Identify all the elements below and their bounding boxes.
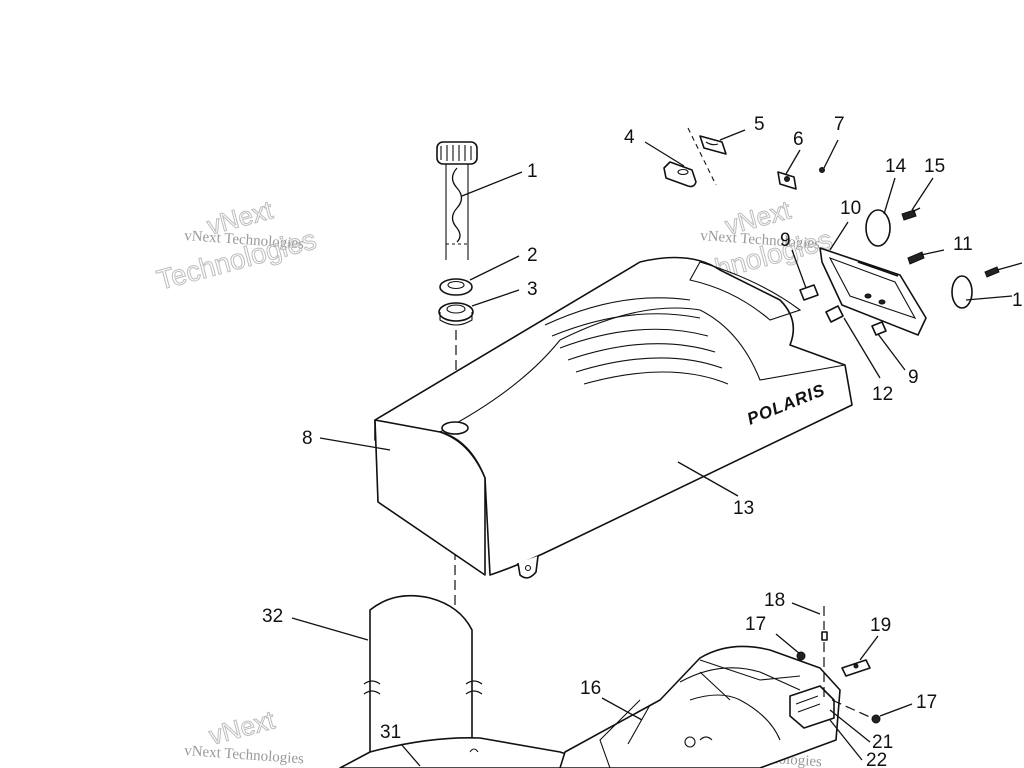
callout-9: 9 <box>908 367 919 388</box>
callout-22: 22 <box>866 750 887 768</box>
callout-10: 10 <box>840 198 861 219</box>
tail-bracket <box>819 247 927 336</box>
console-assembly <box>559 645 871 768</box>
callout-17: 17 <box>745 614 766 635</box>
callout-31: 31 <box>380 722 401 743</box>
callout-14: 14 <box>885 156 907 177</box>
callout-15: 15 <box>924 156 945 177</box>
rivet <box>819 167 825 173</box>
lens <box>865 209 891 247</box>
callout-7: 7 <box>834 114 845 135</box>
callout-13: 13 <box>733 498 754 519</box>
callout-16: 16 <box>580 678 601 699</box>
callout-labels: 1 2 3 4 5 6 7 8 9 9 10 11 1 12 13 14 15 … <box>262 114 1023 768</box>
callout-1-partial: 1 <box>1012 290 1023 311</box>
callout-5: 5 <box>754 114 765 135</box>
callout-19: 19 <box>870 615 891 636</box>
lens <box>951 275 973 309</box>
callout-2: 2 <box>527 245 538 266</box>
studs <box>799 284 887 336</box>
fuel-fill-hole <box>441 421 469 435</box>
callout-21: 21 <box>872 732 893 753</box>
callout-12: 12 <box>872 384 893 405</box>
callout-9: 9 <box>780 230 791 251</box>
fuel-cap-assembly <box>436 141 478 260</box>
lower-tray <box>339 736 611 768</box>
nut-17 <box>871 714 881 724</box>
callout-18: 18 <box>764 590 785 611</box>
washer <box>439 278 473 296</box>
callout-1: 1 <box>527 161 538 182</box>
callout-17: 17 <box>916 692 937 713</box>
callout-3: 3 <box>527 279 538 300</box>
callout-8: 8 <box>302 428 313 449</box>
watermark-text: vNext Technologies <box>184 743 305 767</box>
watermark-bottom-left: vNext vNext Technologies <box>184 704 305 767</box>
callout-6: 6 <box>793 129 804 150</box>
callout-32: 32 <box>262 606 283 627</box>
callout-11: 11 <box>953 234 973 255</box>
hood-body: POLARIS <box>374 256 853 579</box>
grommet <box>438 302 474 322</box>
callout-4: 4 <box>624 127 635 148</box>
watermark-big-top: vNext <box>206 704 279 750</box>
leader-lines <box>291 129 934 767</box>
screw-18 <box>821 631 828 641</box>
watermark-left: vNext vNext Technologies Technologies <box>153 194 320 296</box>
fuel-tank <box>363 594 483 768</box>
